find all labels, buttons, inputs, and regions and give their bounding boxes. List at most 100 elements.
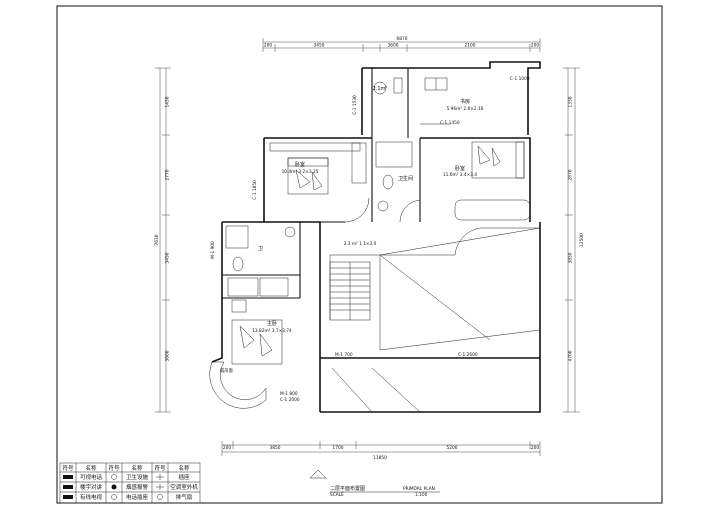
window-tag-4: C-1 2000	[280, 397, 300, 403]
shower-icon	[225, 225, 249, 249]
top-dim-2: 3450	[314, 43, 325, 49]
north-arrow-icon	[309, 469, 327, 479]
legend-r1c4: 卫生设施	[126, 473, 149, 481]
bottom-dim-5: 200	[531, 445, 539, 451]
bathroom-upper: 卫生间	[375, 141, 421, 223]
legend-r2c4: 烟感报警	[126, 483, 149, 491]
door-swing	[344, 197, 370, 223]
bedroom2-area: 11.6m² 3.4×3.4	[443, 172, 477, 178]
exhaust-fan-icon	[157, 494, 163, 500]
bottom-dim-2: 3850	[270, 445, 281, 451]
legend-r1c2: 可视电话	[80, 473, 103, 481]
legend-header-2: 名称	[85, 464, 97, 472]
top-dim-5: 200	[531, 43, 539, 49]
legend-r3c6: 排气扇	[176, 493, 193, 501]
left-dim-3: 3450	[165, 252, 171, 263]
legend-header-4: 名称	[131, 464, 143, 472]
window-tag-3: C-1 1450	[440, 120, 460, 126]
left-overall-dim: 7630	[154, 234, 160, 245]
study-label: 书房	[460, 98, 470, 105]
right-dim-1: 1330	[568, 96, 574, 107]
legend-header-6: 名称	[178, 464, 190, 472]
video-phone-icon	[63, 475, 73, 479]
window-tag-2: C-1 1850	[252, 180, 258, 200]
lower-corridor: M-1 700 C-1 2600	[331, 352, 478, 413]
bottom-overall-dim: 11850	[373, 455, 387, 461]
bottom-dim-3: 1700	[333, 445, 344, 451]
legend-header-3: 符号	[108, 464, 120, 472]
phone-socket-icon	[111, 494, 117, 500]
scale-value: 1:100	[415, 492, 428, 498]
bedroom1-area: 10.4m² 3.2×3.25	[282, 169, 319, 175]
ac-unit-icon	[156, 484, 164, 490]
basin-icon	[377, 200, 389, 212]
window-tag-5: C-1 2600	[458, 352, 478, 358]
master-area: 13.82m² 3.7×3.74	[252, 328, 292, 334]
left-dim-2: 2770	[165, 169, 171, 180]
socket-icon	[156, 474, 164, 480]
balcony-area-label: 2.1m²	[373, 86, 388, 92]
legend-r3c2: 有线电视	[80, 493, 103, 501]
wardrobe-icon	[269, 142, 361, 152]
cable-tv-icon	[63, 495, 73, 499]
plan-title: 二层平面布置图	[330, 485, 365, 492]
top-dimension-chain: 6870 200 3450 3600 2100 200	[262, 36, 541, 52]
master-bedroom: 卫 主卧 13.82m² 3.7×3.74 弧形窗 M-1 800 C-1 20…	[209, 225, 300, 409]
sheet-border	[56, 5, 663, 504]
master-bed-icon	[231, 319, 283, 365]
toilet-icon-2	[232, 256, 244, 272]
left-dimension-chain: 1450 2770 3450 3600 7630	[154, 67, 171, 413]
bedroom1-label: 卧室	[295, 161, 305, 168]
bay-label: 弧形窗	[220, 367, 233, 374]
exterior-walls	[211, 61, 541, 413]
left-dim-4: 3600	[165, 350, 171, 361]
right-dim-4: 4700	[568, 350, 574, 361]
top-dim-4: 2100	[465, 43, 476, 49]
door-tag-3: M-1 700	[335, 352, 353, 358]
basin-icon-2	[284, 226, 296, 238]
scale-label: SCALE	[330, 492, 344, 498]
plan-title-en: PRIMDRL PLAN	[403, 486, 435, 492]
void-outline	[379, 227, 541, 351]
top-dim-1: 200	[264, 43, 272, 49]
hall-area-label: 3.3 m² 1.1×3.0	[344, 241, 377, 247]
hall-and-stair: 3.3 m² 1.1×3.0	[329, 227, 541, 351]
smoke-alarm-icon	[111, 484, 117, 490]
bedroom-1: 卧室 10.4m² 3.2×3.25 C-1 1850	[252, 142, 370, 223]
legend-r1c6: 插座	[178, 473, 190, 481]
legend-r3c4: 电话插座	[126, 493, 149, 501]
door-tag-2: M-1 900	[210, 241, 216, 259]
window-tag-6: C-1 1000	[510, 76, 530, 82]
study-area-label: 5.96m² 2.8×2.16	[447, 106, 484, 112]
bottom-dimension-chain: 200 3850 1700 5200 200 11850	[221, 441, 541, 461]
door-tag-1: M-1 800	[280, 391, 298, 397]
wardrobe-icon-2	[454, 199, 531, 221]
bath1-label: 卫生间	[398, 175, 413, 182]
top-dim-3: 3600	[388, 43, 399, 49]
cabinet-icon	[227, 277, 259, 297]
toilet-icon	[382, 174, 394, 190]
window-tag-1: C-1 1530	[352, 95, 358, 115]
bedroom2-label: 卧室	[455, 165, 465, 172]
intercom-icon	[63, 485, 73, 489]
left-dim-1: 1450	[165, 96, 171, 107]
sanitary-icon	[111, 474, 117, 480]
round-table-icon	[373, 81, 387, 95]
right-dim-3: 3850	[568, 252, 574, 263]
right-overall-dim: 12500	[579, 233, 585, 247]
bay-window	[209, 361, 267, 409]
bedroom-2: 卧室 11.6m² 3.4×3.4 C-1 1450	[440, 120, 531, 221]
bottom-dim-1: 200	[223, 445, 231, 451]
right-dimension-chain: 1330 2870 3850 4700 12500	[563, 67, 585, 413]
legend-r2c6: 空调室外机	[170, 483, 198, 491]
legend-header-1: 符号	[62, 464, 74, 472]
top-overall-dim: 6870	[397, 36, 408, 42]
bath2-label: 卫	[258, 246, 263, 252]
master-label: 主卧	[267, 320, 277, 327]
bottom-dim-4: 5200	[447, 445, 458, 451]
right-dim-2: 2870	[568, 169, 574, 180]
legend-header-5: 符号	[154, 464, 166, 472]
study-room: 2.1m² 书房 5.96m² 2.8×2.16 C-1 1530 C-1 10…	[352, 76, 530, 115]
legend-table: 符号 名称 符号 名称 符号 名称 可视电话 卫生设施 插座 楼宇对讲 烟感报警…	[59, 462, 201, 504]
